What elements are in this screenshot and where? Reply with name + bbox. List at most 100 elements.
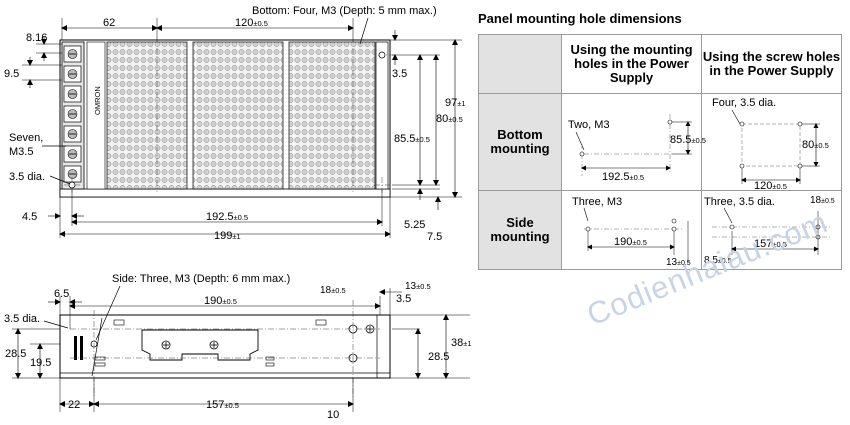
bottom-mount-note: Bottom: Four, M3 (Depth: 5 mm max.) <box>252 5 437 17</box>
col-header-ps-holes: Using the mounting holes in the Power Su… <box>561 34 702 94</box>
bottom-ps-dim-w-tol: ±0.5 <box>630 173 645 182</box>
svg-text:13±0.5: 13±0.5 <box>666 257 691 268</box>
dim-side-left-low: 19.5 <box>30 357 51 369</box>
side-terminal-edge <box>74 336 77 360</box>
svg-text:13±0.5: 13±0.5 <box>405 281 431 292</box>
terminal-note-line1: Seven, <box>9 132 43 144</box>
side-screw-dim-w-tol: ±0.5 <box>772 240 787 249</box>
dim-front-right-hole-tol: ±0.5 <box>415 135 430 144</box>
svg-text:192.5±0.5: 192.5±0.5 <box>602 171 644 183</box>
panel-mounting-table: Using the mounting holes in the Power Su… <box>478 34 842 270</box>
dim-side-bottom-right: 10 <box>327 409 339 421</box>
svg-text:38±1: 38±1 <box>451 337 472 349</box>
dim-side-hole-span: 190 <box>204 295 222 307</box>
svg-text:80±0.5: 80±0.5 <box>802 139 829 151</box>
dim-front-left-pitch: 9.5 <box>4 68 19 80</box>
side-view: Side: Three, M3 (Depth: 6 mm max.) 6.5 1… <box>4 273 472 421</box>
side-bracket <box>141 329 259 361</box>
bottom-screw-dim-h-tol: ±0.5 <box>814 141 829 150</box>
svg-text:120±0.5: 120±0.5 <box>235 17 268 29</box>
dim-side-right-c: 3.5 <box>396 293 411 305</box>
dim-side-left-edge: 6.5 <box>54 288 69 300</box>
side-mount-note: Side: Three, M3 (Depth: 6 mm max.) <box>112 273 290 285</box>
svg-text:8.5±0.5: 8.5±0.5 <box>704 255 732 266</box>
dim-front-hole-span-tol: ±0.5 <box>234 213 249 222</box>
bottom-screw-dim-w: 120 <box>754 180 772 192</box>
bottom-screw-dim-w-tol: ±0.5 <box>772 182 787 191</box>
side-ps-dim-r: 13 <box>666 257 678 268</box>
svg-text:192.5±0.5: 192.5±0.5 <box>206 211 248 223</box>
svg-text:80±0.5: 80±0.5 <box>436 113 463 125</box>
side-screw-dim-tr: 18 <box>810 195 822 206</box>
dim-side-bottom-mid: 157 <box>206 399 224 411</box>
dim-side-total-height-tol: ±1 <box>463 339 471 348</box>
side-hole-note: 3.5 dia. <box>4 313 40 325</box>
svg-text:157±0.5: 157±0.5 <box>206 399 239 411</box>
dim-side-total-height: 38 <box>451 337 463 349</box>
side-screw-dim-l-tol: ±0.5 <box>718 258 732 265</box>
dim-front-right-bottom2: 7.5 <box>427 231 442 243</box>
dim-front-total-length-tol: ±1 <box>232 232 240 241</box>
dim-side-right-b: 13 <box>405 281 417 292</box>
bottom-screw-note: Four, 3.5 dia. <box>712 97 776 109</box>
dim-front-right-pitch: 80 <box>436 113 448 125</box>
front-hole-note: 3.5 dia. <box>9 171 45 183</box>
bottom-ps-dim-w: 192.5 <box>602 171 630 183</box>
bottom-screw-dim-h: 80 <box>802 139 814 151</box>
dim-front-left-small: 8.16 <box>26 32 47 44</box>
col-header-screw-holes: Using the screw holes in the Power Suppl… <box>701 34 842 94</box>
svg-text:85.5±0.5: 85.5±0.5 <box>670 134 706 146</box>
dim-front-total-width: 97 <box>445 97 457 109</box>
side-ps-note: Three, M3 <box>572 196 622 208</box>
svg-text:190±0.5: 190±0.5 <box>204 295 237 307</box>
svg-text:120±0.5: 120±0.5 <box>754 180 787 192</box>
dim-side-hole-span-tol: ±0.5 <box>222 297 237 306</box>
dim-front-right-hole: 85.5 <box>394 133 415 145</box>
bottom-ps-dim-h-tol: ±0.5 <box>691 136 706 145</box>
side-ps-dim-r-tol: ±0.5 <box>677 260 691 267</box>
right-end-plate <box>375 41 389 190</box>
dim-front-top-length-tol: ±0.5 <box>253 19 268 28</box>
side-ps-dim-w: 190 <box>614 236 632 248</box>
dim-side-right-a: 18 <box>320 285 332 296</box>
grille-panel-middle <box>192 41 284 190</box>
bottom-ps-note: Two, M3 <box>568 119 610 131</box>
dim-front-total-length: 199 <box>214 230 232 242</box>
dim-front-top-length: 120 <box>235 17 253 29</box>
svg-text:97±1: 97±1 <box>445 97 466 109</box>
grille-panel-right <box>288 41 376 190</box>
dim-side-right-a-tol: ±0.5 <box>331 286 346 295</box>
grille-panel-left <box>106 41 188 190</box>
side-screw-note: Three, 3.5 dia. <box>704 196 775 208</box>
side-screw-dim-tr-tol: ±0.5 <box>821 198 835 205</box>
label-strip <box>86 41 106 190</box>
dim-front-top-width: 62 <box>103 17 115 29</box>
dim-side-bottom-mid-tol: ±0.5 <box>224 401 239 410</box>
bottom-ps-dim-h: 85.5 <box>670 134 691 146</box>
svg-text:18±0.5: 18±0.5 <box>810 195 835 206</box>
table-corner <box>478 34 562 94</box>
front-base-flange <box>59 188 391 198</box>
row-header-side: Side mounting <box>478 190 562 270</box>
cell-side-ps: Three, M3 190±0.5 13±0.5 <box>561 190 702 270</box>
svg-text:18±0.5: 18±0.5 <box>320 285 346 296</box>
svg-text:190±0.5: 190±0.5 <box>614 236 647 248</box>
terminal-note-line2: M3.5 <box>9 146 33 158</box>
dim-front-right-bottom1: 5.25 <box>404 219 425 231</box>
side-screw-dim-w: 157 <box>754 238 772 250</box>
mechanical-drawing: OMRON 62 120±0.5 Bottom: Four, M3 (Depth… <box>4 5 472 421</box>
cell-bottom-ps: Two, M3 85.5±0.5 192.5±0.5 <box>561 93 706 191</box>
panel-title: Panel mounting hole dimensions <box>478 11 682 26</box>
cell-bottom-screw: Four, 3.5 dia. 80±0.5 120±0.5 <box>701 93 842 192</box>
dim-front-total-width-tol: ±1 <box>457 99 465 108</box>
side-screw-dim-l: 8.5 <box>704 255 718 266</box>
dim-front-hole-span: 192.5 <box>206 211 234 223</box>
svg-text:199±1: 199±1 <box>214 230 241 242</box>
dim-side-bottom-left: 22 <box>68 399 80 411</box>
svg-text:85.5±0.5: 85.5±0.5 <box>394 133 430 145</box>
terminal-screws <box>63 45 82 183</box>
dim-front-right-pitch-tol: ±0.5 <box>448 115 463 124</box>
front-view: OMRON 62 120±0.5 Bottom: Four, M3 (Depth… <box>4 5 466 243</box>
brand-label: OMRON <box>93 86 102 115</box>
dim-side-right-b-tol: ±0.5 <box>416 282 431 291</box>
